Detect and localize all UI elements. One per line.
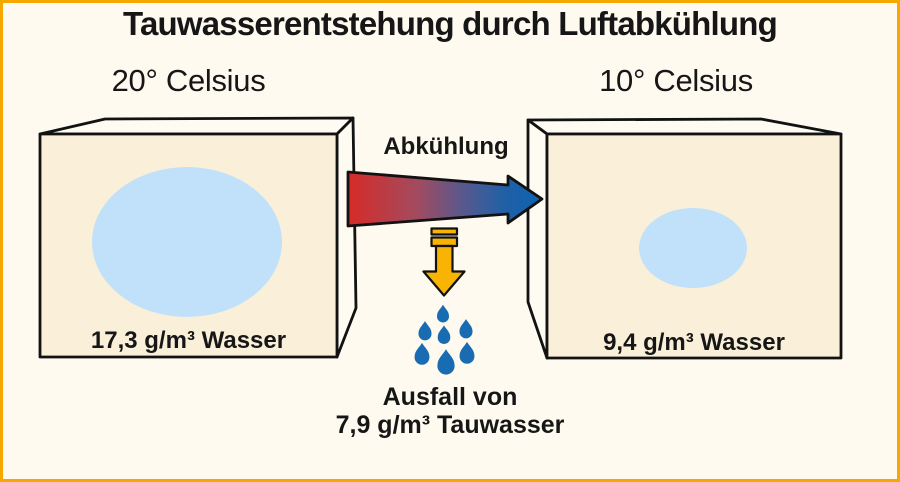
water-drop [437,325,451,344]
water-drop [414,342,430,365]
water-drop [436,304,450,323]
condensate-result-label: Ausfall von 7,9 g/m³ Tauwasser [290,383,610,439]
water-drops-icon [414,304,475,375]
water-drop [437,349,455,375]
left-box-temperature-label: 20° Celsius [111,63,266,98]
right-box-temperature-label: 10° Celsius [599,63,753,98]
right-vapor-ellipse [639,208,747,288]
right-box-water-content-label: 9,4 g/m³ Wasser [603,329,785,356]
down-arrow-icon [422,244,466,297]
water-drop [459,341,475,364]
left-vapor-ellipse [92,167,282,317]
right-box-top-face [526,117,843,136]
diagram-title: Tauwasserentstehung durch Luftabkühlung [123,5,778,42]
tap-bar-top [430,227,459,236]
water-drop [459,319,473,339]
water-drop [418,321,432,341]
cooling-arrow-icon [346,170,544,228]
condensate-result-line1: Ausfall von [382,383,518,411]
condensate-result-line2: 7,9 g/m³ Tauwasser [335,411,565,439]
tap-bar-bottom [430,236,459,248]
left-box-water-content-label: 17,3 g/m³ Wasser [90,327,287,354]
left-box-top-face [38,116,355,136]
condensate-tap-icon [422,227,466,297]
cooling-arrow-label: Abkühlung [383,133,509,160]
